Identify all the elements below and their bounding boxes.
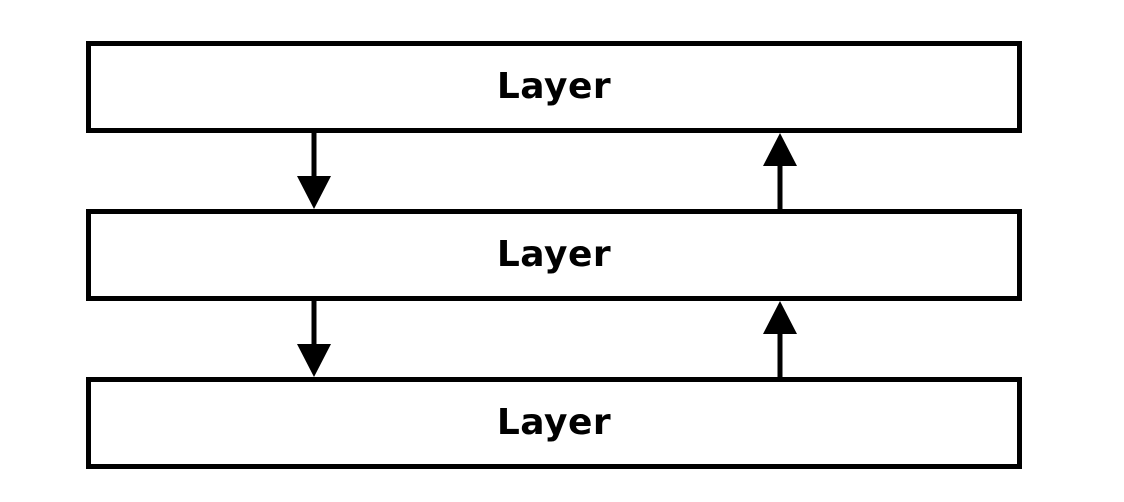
arrow-up-2-to-1 [763, 133, 797, 209]
layer-label-3: Layer [496, 402, 612, 443]
arrow-up-3-to-2 [763, 301, 797, 377]
arrow-down-1-to-2 [297, 133, 331, 209]
layer-box-1: Layer [86, 41, 1022, 133]
layer-box-2: Layer [86, 209, 1022, 301]
layer-label-1: Layer [496, 66, 612, 107]
arrow-down-2-to-3 [297, 301, 331, 377]
layer-box-3: Layer [86, 377, 1022, 469]
layer-label-2: Layer [496, 234, 612, 275]
